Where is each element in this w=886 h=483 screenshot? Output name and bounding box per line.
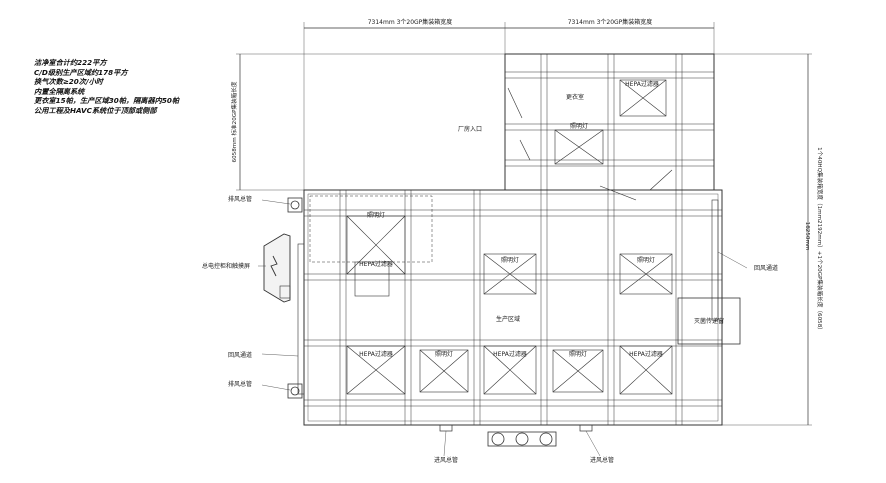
return-air-strip-right [711,199,719,321]
note-line: 内置全隔离系统 [34,86,85,96]
dim-right-note-label: 1个40HQ集装箱宽度（1mm2192mm）+1个20GP集装箱长度（6058） [816,147,824,333]
lighting-label: 照明灯 [367,211,385,219]
hepa-label: HEPA过滤器 [493,350,527,358]
hepa-label: HEPA过滤器 [625,80,659,88]
note-line: 更衣室15帕，生产区域30帕，隔离器内50帕 [34,96,180,106]
exhaust-fitting-top [287,197,303,213]
supply-fan-unit [487,431,557,447]
transfer-window-label: 灭菌传递窗 [694,317,724,325]
production-inner-outline [307,193,719,422]
supply-air-label: 进风总管 [590,456,614,464]
changing-room-outline [504,53,715,191]
note-line: 洁净室合计约222平方 [34,58,107,67]
return-air-label-right: 回风通道 [754,264,778,272]
electrical-cabinet-shape [263,233,291,303]
production-outline [303,189,723,426]
dim-left-label: 6058mm 标准20GP集装箱长度 [230,81,238,162]
lighting-label: 照明灯 [637,256,655,264]
lighting-label: 照明灯 [569,350,587,358]
lightning-icon [270,255,278,277]
dashed-zone [309,195,433,263]
production-area-label: 生产区域 [496,315,520,323]
dim-right-total-label: 18250mm [804,222,810,251]
hepa-label: HEPA过滤器 [629,350,663,358]
electrical-cabinet-label: 总电控柜和触摸屏 [202,262,250,270]
lighting-label: 照明灯 [570,122,588,130]
note-line: 换气次数≥20次/小时 [34,77,103,87]
supply-air-label: 进风总管 [434,456,458,464]
hepa-label: HEPA过滤器 [359,350,393,358]
note-line: 公用工程及HAVC系统位于顶部或侧部 [34,105,157,115]
transfer-window-box [677,297,741,345]
dim-top-left-label: 7314mm 3个20GP集装箱宽度 [368,18,453,26]
factory-entrance-label: 厂房入口 [458,125,482,133]
exhaust-fitting-bottom [287,383,303,399]
lighting-label: 照明灯 [435,350,453,358]
exhaust-main-label: 排风总管 [228,195,252,203]
return-air-strip-left [297,243,305,395]
return-air-label-left: 回风通道 [228,351,252,359]
spec-notes: 洁净室合计约222平方 C/D级别生产区域约178平方 换气次数≥20次/小时 … [34,58,179,116]
exhaust-main-label: 排风总管 [228,380,252,388]
dim-top-right-label: 7314mm 3个20GP集装箱宽度 [568,18,653,26]
lighting-label: 照明灯 [501,256,519,264]
changing-room-label: 更衣室 [566,93,584,101]
note-line: C/D级别生产区域约178平方 [34,67,128,77]
hepa-label: HEPA过滤器 [359,260,393,268]
